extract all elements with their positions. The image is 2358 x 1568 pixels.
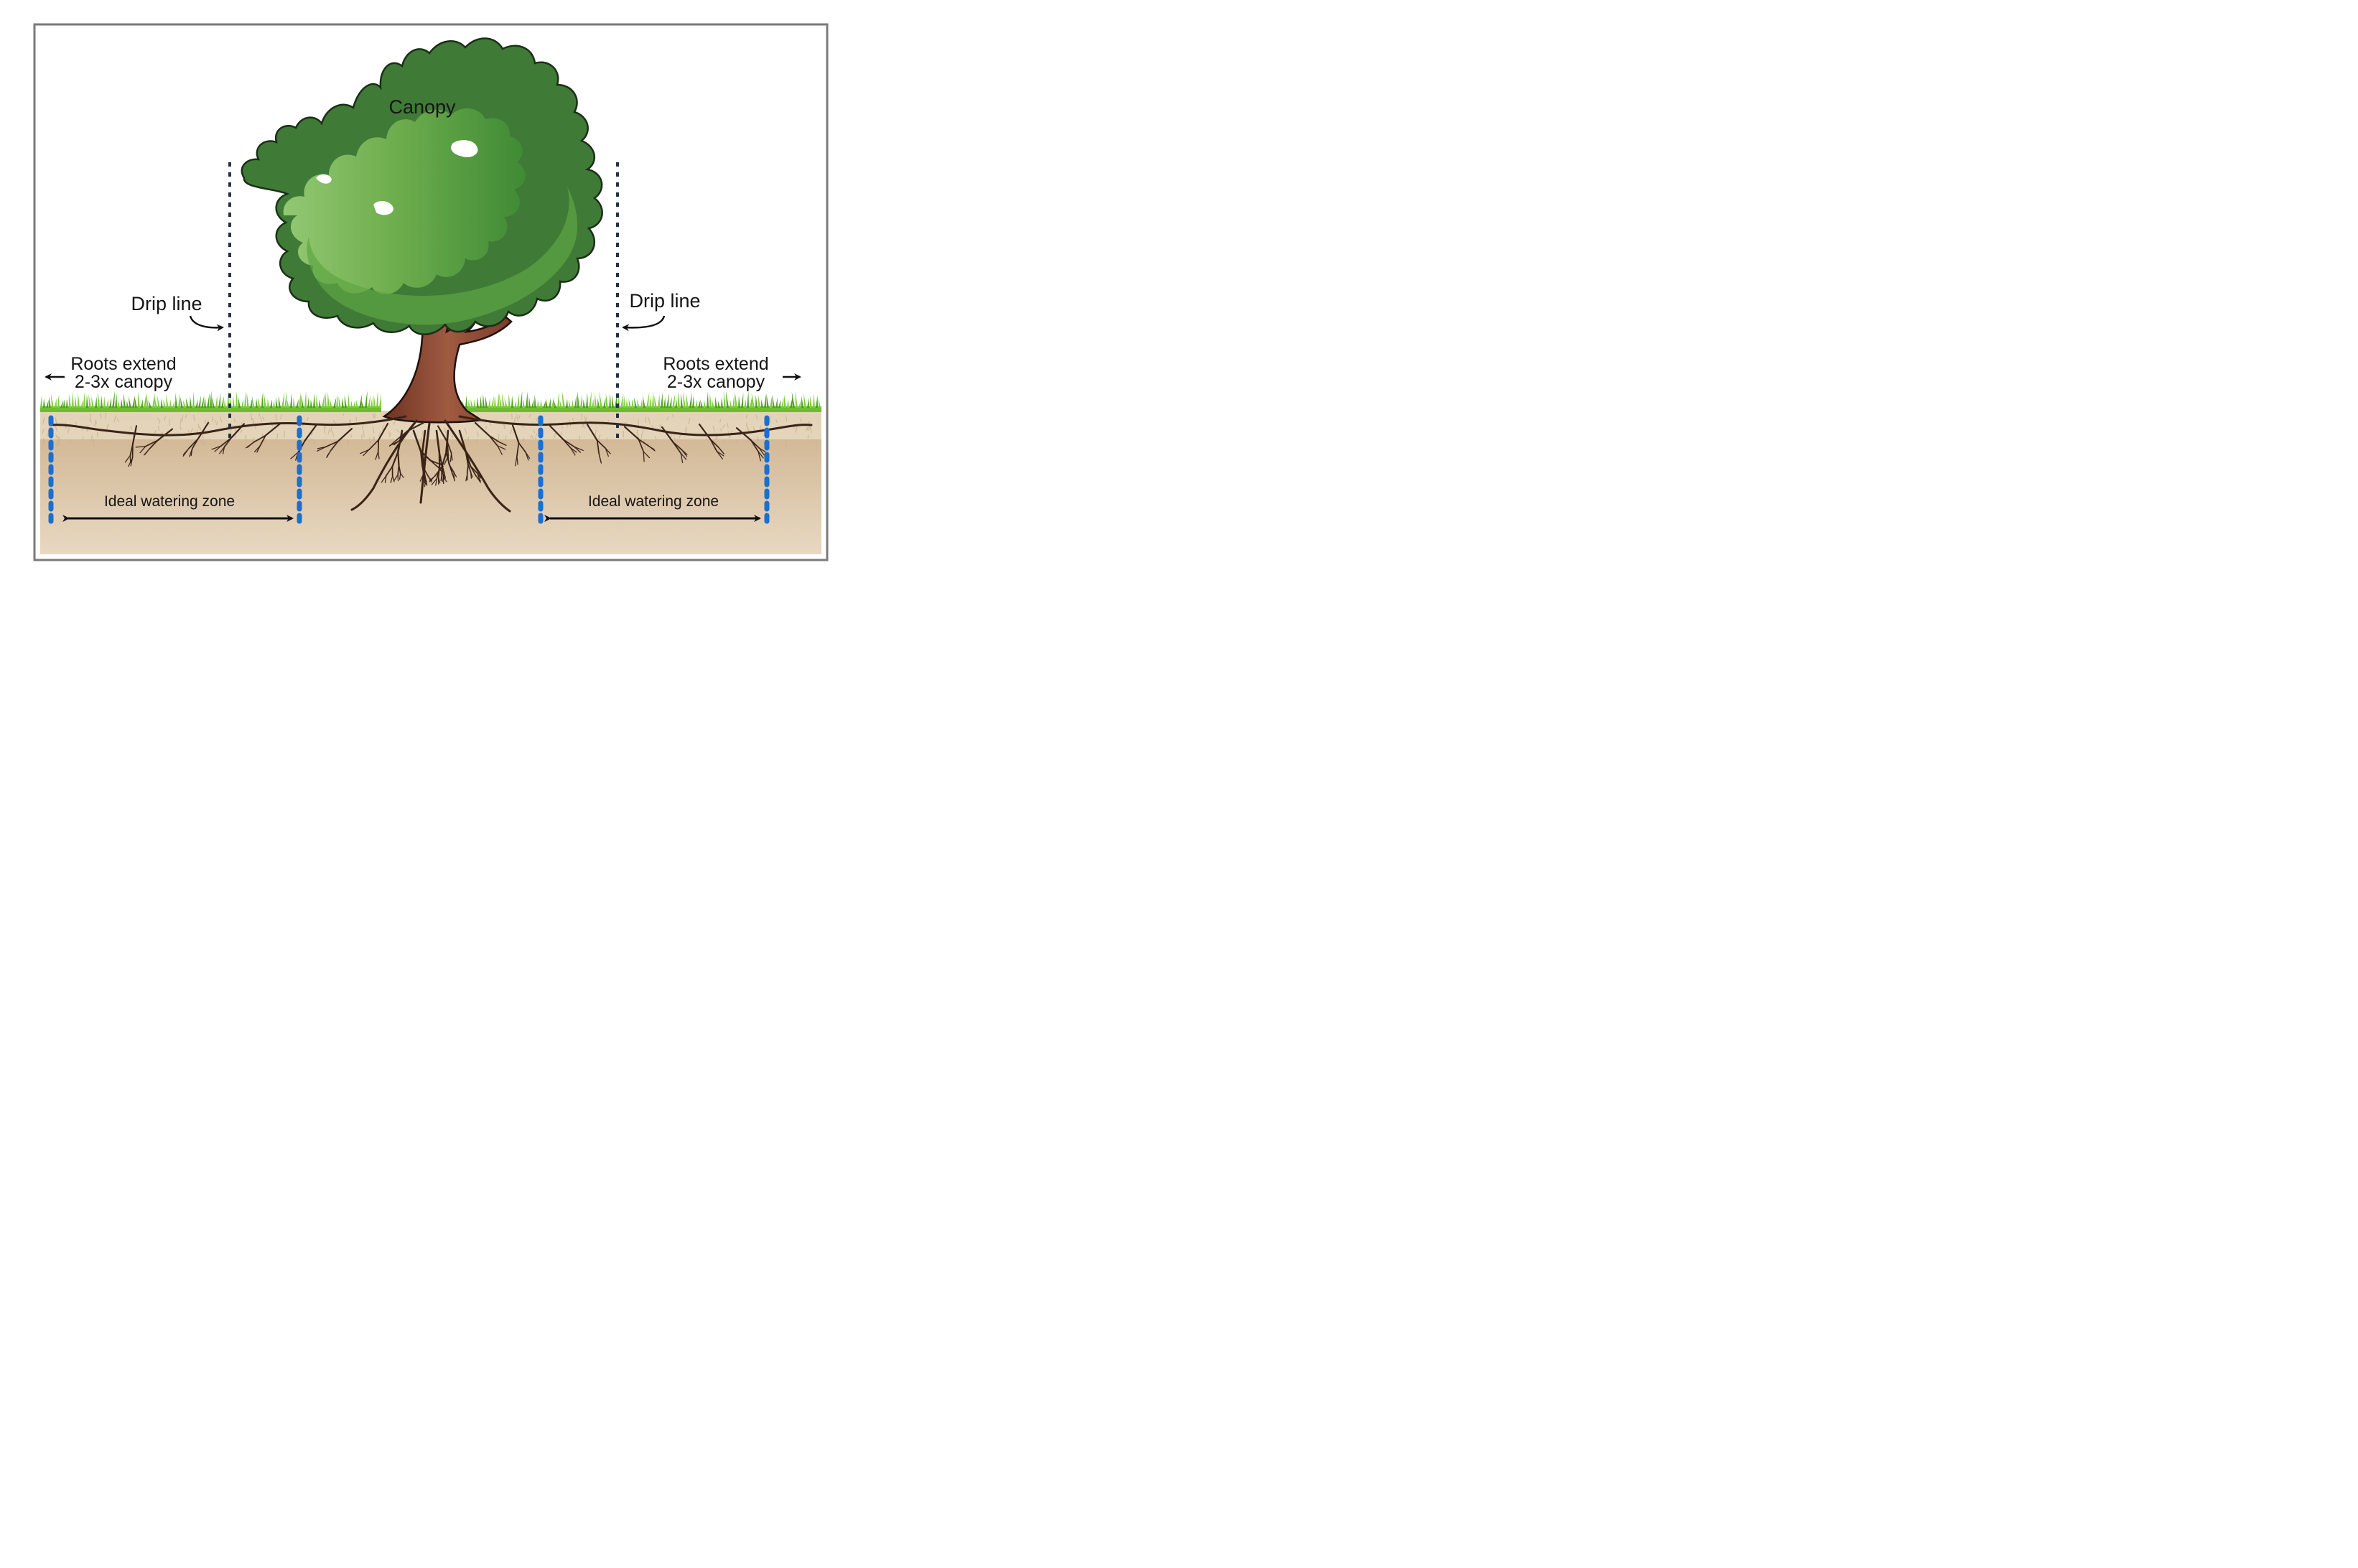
drip-line-right-arrow [622,315,666,332]
grass [40,391,821,412]
roots-extend-right-label-line2: 2-3x canopy [667,372,765,392]
diagram-canvas: Canopy Drip line Drip line Roots extend … [33,23,829,561]
tree-watering-diagram: Canopy Drip line Drip line Roots extend … [0,0,862,574]
watering-zone-right-label: Ideal watering zone [588,493,719,510]
watering-zone-left-label: Ideal watering zone [104,493,235,510]
canopy-label: Canopy [388,96,456,118]
drip-line-left-arrow [189,315,224,332]
watering-zone-right-markers [538,415,770,526]
roots-extend-left-label-line2: 2-3x canopy [75,372,173,392]
canopy [241,37,603,335]
drip-line-right-label: Drip line [629,290,700,312]
roots-extend-right-label-line1: Roots extend [663,354,768,374]
roots [49,415,813,513]
drip-line-left-label: Drip line [131,293,202,314]
roots-extend-left-label-line1: Roots extend [70,354,176,374]
watering-zone-left-markers [48,415,302,526]
